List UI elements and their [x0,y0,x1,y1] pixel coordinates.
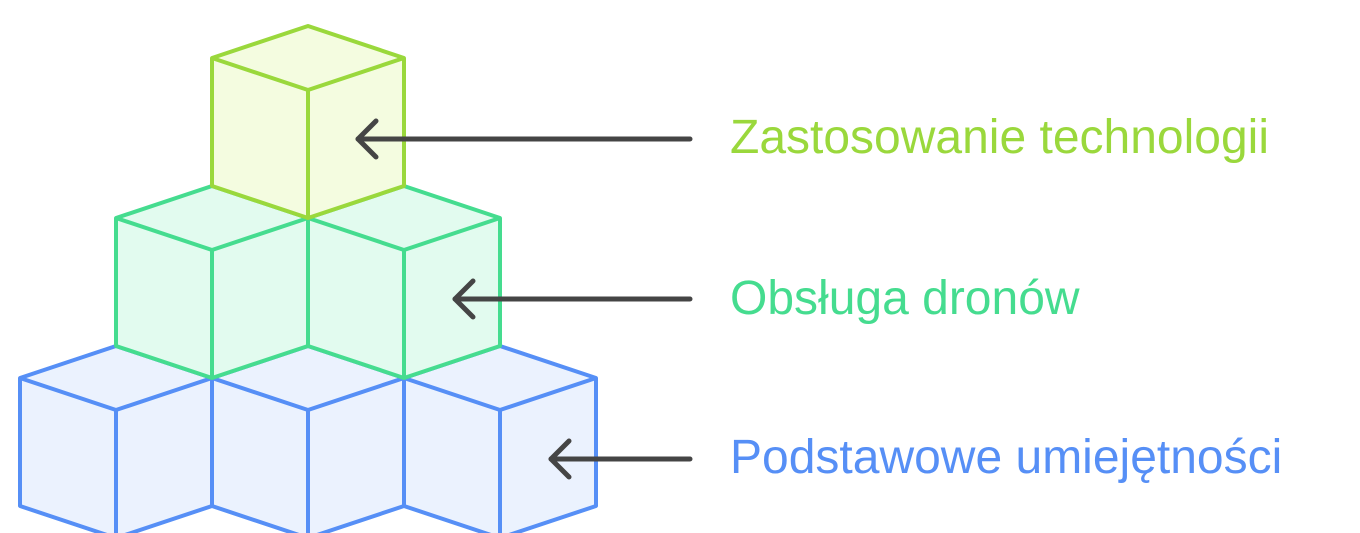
label-technology-application: Zastosowanie technologii [730,111,1269,164]
top-level-cubes [210,24,406,220]
label-basic-skills: Podstawowe umiejętności [730,431,1283,484]
middle-level-cubes [114,184,502,380]
bottom-cube-2 [210,344,406,533]
bottom-cube-1 [18,344,214,533]
top-cube [210,24,406,220]
middle-cube-1 [114,184,310,380]
bottom-level-cubes [18,344,598,533]
arrows [355,118,693,480]
arrow-bottom [548,438,693,480]
arrow-top [355,118,693,160]
arrow-middle [452,278,693,320]
label-drone-operation: Obsługa dronów [730,272,1080,325]
